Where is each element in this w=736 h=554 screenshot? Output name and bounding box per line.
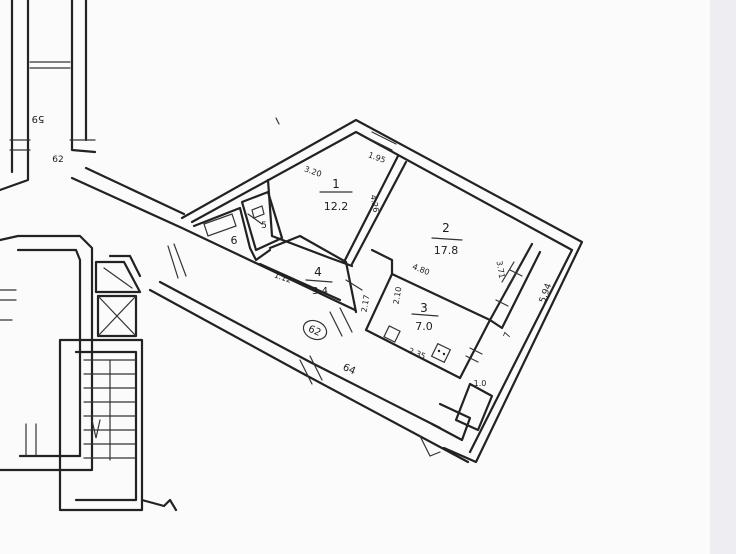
room-3-area: 7.0 — [415, 320, 433, 333]
room-2-number: 2 — [442, 221, 450, 235]
room-1-area: 12.2 — [324, 200, 349, 213]
dim-room3-bottom: 2.35 — [407, 346, 427, 361]
apartment-number-circle — [302, 319, 328, 341]
room-1-number: 1 — [332, 177, 340, 191]
room-3-number: 3 — [420, 301, 428, 315]
room-4-number: 4 — [314, 265, 322, 279]
dim-room1-side: 4.26 — [368, 194, 380, 213]
room-5-number: 5 — [261, 221, 267, 231]
dim-side-small: 1.0 — [474, 379, 487, 388]
dim-room3-side: 2.10 — [392, 286, 404, 305]
apartment-outline — [180, 118, 584, 464]
dim-room2-right: 3.71 — [494, 260, 506, 279]
room-4-area: 3.4 — [312, 286, 328, 297]
area-fraction-lines — [305, 191, 463, 317]
pen-mark — [275, 117, 280, 125]
dim-room1-top: 3.20 — [303, 164, 323, 179]
dim-room4-left: 1.12 — [273, 270, 293, 285]
dim-outer-right: 5.94 — [538, 282, 554, 305]
dim-room1-corner: 1.95 — [367, 150, 387, 165]
stair-block — [0, 234, 178, 512]
paper-sheet — [0, 0, 710, 554]
dim-room4-right: 2.17 — [360, 294, 372, 313]
main-corridor-walls — [70, 166, 470, 464]
room-6-number: 6 — [231, 234, 238, 247]
dim-room2-side: 4.80 — [411, 262, 431, 277]
dim-corridor-left-num: 62 — [52, 155, 63, 165]
dim-corridor-left: 59 — [32, 113, 45, 124]
apartment-number: 62 — [306, 324, 322, 339]
scan-border — [710, 0, 736, 554]
floor-plan: 1 12.2 2 17.8 3 7.0 4 3.4 5 6 3.20 1.95 … — [0, 0, 584, 512]
interior-walls — [192, 131, 542, 442]
dim-corridor-bottom: 64 — [341, 362, 357, 377]
room-2-area: 17.8 — [434, 244, 459, 257]
dim-seven: 7 — [502, 331, 513, 340]
left-corridor-walls — [0, 0, 97, 192]
